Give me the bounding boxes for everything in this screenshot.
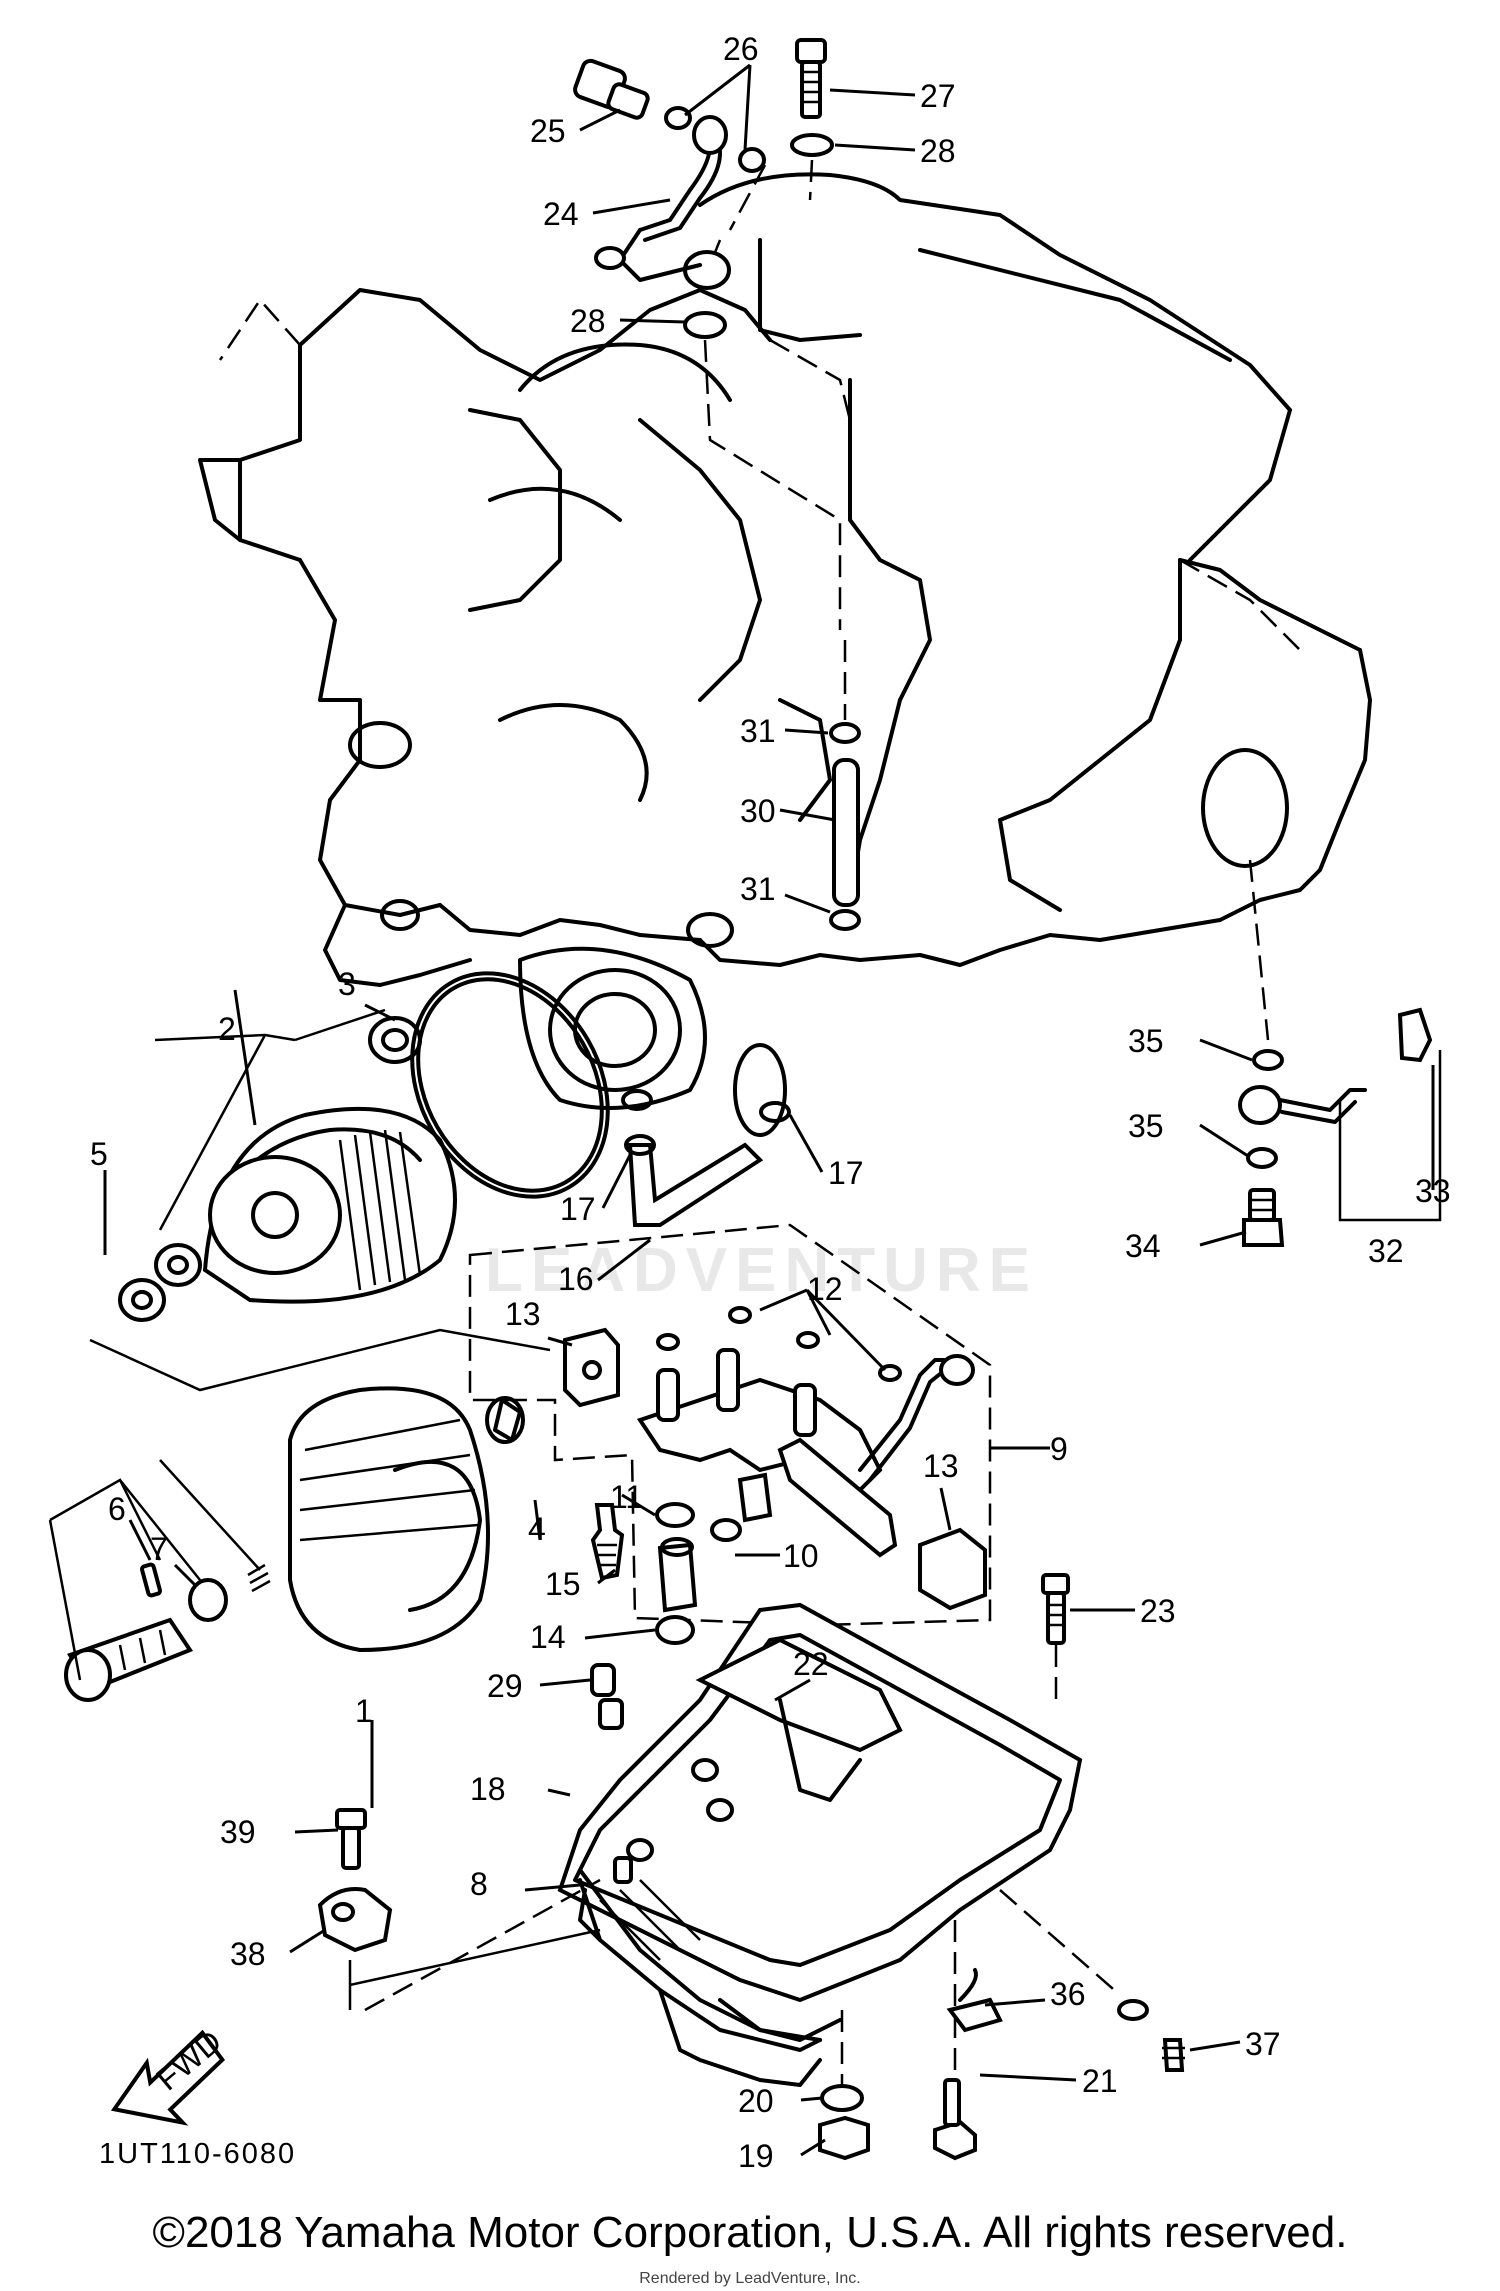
callout-26: 26: [723, 31, 759, 67]
misc-fasteners: [317, 1573, 1185, 2161]
callout-29: 29: [487, 1668, 523, 1704]
callout-39: 39: [220, 1814, 256, 1850]
callout-24: 24: [543, 196, 579, 232]
callout-11: 11: [610, 1479, 643, 1515]
oil-filter-group: [48, 971, 610, 1702]
callout-38: 38: [230, 1936, 266, 1972]
callout-32: 32: [1368, 1233, 1404, 1269]
callout-16: 16: [558, 1261, 594, 1297]
oil-hose-16-17: [621, 1089, 791, 1227]
callout-14: 14: [530, 1619, 566, 1655]
callout-35-bottom: 35: [1128, 1108, 1164, 1144]
part-callouts: 1 2 3 4 5 6 7 8 9 10 11 12 13 13 14 15 1…: [90, 31, 1451, 2174]
callout-4: 4: [528, 1511, 546, 1547]
callout-34: 34: [1125, 1228, 1161, 1264]
callout-17-right: 17: [828, 1155, 864, 1191]
side-fitting-group: [1238, 859, 1442, 1247]
oil-pipe-and-o-rings: [829, 640, 861, 931]
render-credit: Rendered by LeadVenture, Inc.: [639, 2270, 861, 2287]
callout-27: 27: [920, 78, 956, 114]
drain-bolt-group: [818, 2010, 870, 2161]
callout-19: 19: [738, 2138, 774, 2174]
callout-33: 33: [1415, 1173, 1451, 1209]
forward-direction-arrow: FWD: [110, 2023, 228, 2126]
callout-15: 15: [545, 1566, 581, 1602]
callout-18: 18: [470, 1771, 506, 1807]
callout-17-left: 17: [560, 1191, 596, 1227]
callout-37: 37: [1245, 2026, 1281, 2062]
oil-pan: [557, 1602, 1083, 2087]
callout-21: 21: [1082, 2063, 1118, 2099]
callout-9: 9: [1050, 1431, 1068, 1467]
callout-6: 6: [108, 1491, 126, 1527]
callout-3: 3: [338, 966, 356, 1002]
callout-31-top: 31: [740, 713, 776, 749]
leader-lines: [103, 63, 1435, 2157]
engine-crankcase-drawing: [198, 172, 1372, 1137]
callout-5: 5: [90, 1136, 108, 1172]
callout-28-lower: 28: [570, 303, 606, 339]
callout-8: 8: [470, 1866, 488, 1902]
callout-2: 2: [218, 1011, 236, 1047]
drawing-code: 1UT110-6080: [99, 2138, 297, 2170]
callout-36: 36: [1050, 1976, 1086, 2012]
copyright-notice: ©2018 Yamaha Motor Corporation, U.S.A. A…: [152, 2208, 1348, 2257]
callout-35-top: 35: [1128, 1023, 1164, 1059]
callout-1: 1: [355, 1693, 373, 1729]
callout-31-bottom: 31: [740, 871, 776, 907]
callout-22: 22: [793, 1646, 829, 1682]
oil-delivery-pipe-group: [573, 38, 842, 630]
callout-13-right: 13: [923, 1448, 959, 1484]
callout-13-left: 13: [505, 1296, 541, 1332]
callout-7: 7: [150, 1531, 168, 1567]
callout-10: 10: [783, 1538, 819, 1574]
callout-30: 30: [740, 793, 776, 829]
callout-25: 25: [530, 113, 566, 149]
callout-28-top: 28: [920, 133, 956, 169]
watermark-text: LEADVENTURE: [485, 1236, 1039, 1305]
callout-23: 23: [1140, 1593, 1176, 1629]
oil-manifold-group: [468, 1223, 992, 1645]
callout-12: 12: [807, 1271, 843, 1307]
callout-20: 20: [738, 2083, 774, 2119]
